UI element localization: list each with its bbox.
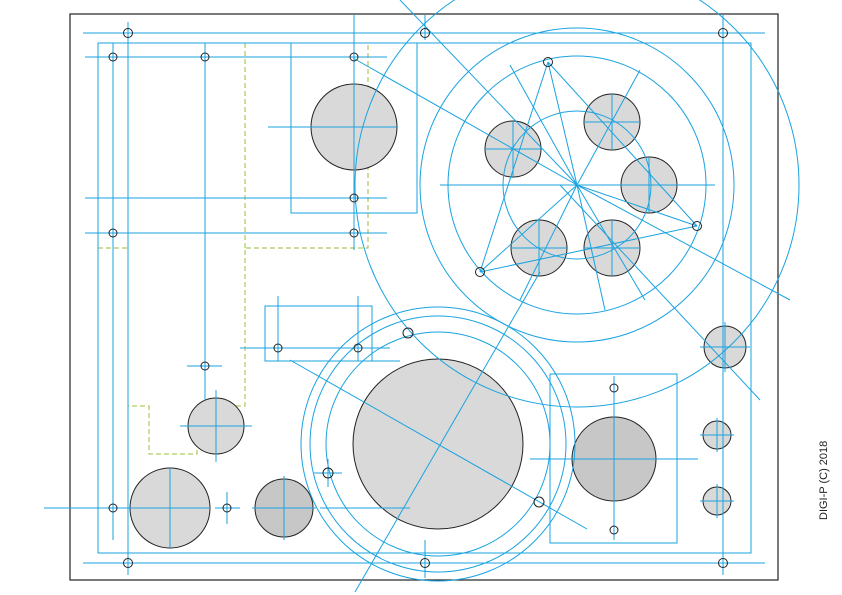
- dashed-cutout-outline: [97, 42, 369, 455]
- construction-lines: [44, 0, 800, 593]
- mounting-holes: [108, 28, 728, 568]
- copyright-credit: DIGI-P (C) 2018: [818, 440, 830, 520]
